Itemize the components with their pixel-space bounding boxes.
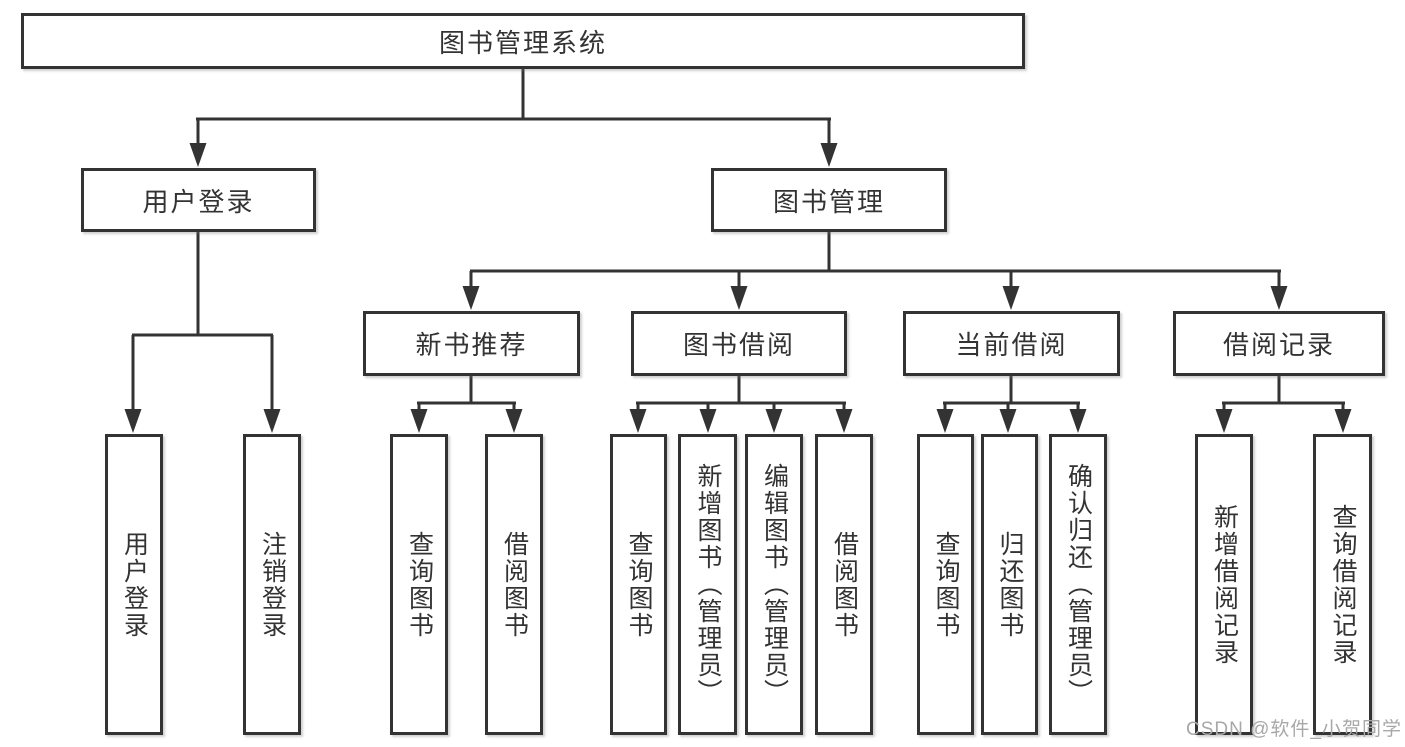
node-label: 确认归还（管理员） (1064, 463, 1093, 706)
node-label: 查询图书 (625, 530, 653, 639)
node-login-logout: 注销登录 (243, 434, 301, 735)
node-book-borrowing: 图书借阅 (631, 311, 847, 376)
node-records-query-record: 查询借阅记录 (1313, 434, 1372, 735)
watermark: CSDN @软件_小贺同学 (1186, 719, 1402, 740)
node-label: 图书管理 (772, 186, 885, 217)
node-records-add-record: 新增借阅记录 (1195, 434, 1253, 735)
node-label: 当前借阅 (955, 330, 1068, 360)
node-borrowing-records: 借阅记录 (1173, 311, 1385, 376)
node-current-return-books: 归还图书 (981, 434, 1038, 735)
node-label: 查询借阅记录 (1329, 503, 1357, 666)
node-recommend-query-books: 查询图书 (390, 434, 448, 735)
node-label: 借阅记录 (1222, 330, 1335, 360)
node-label: 用户登录 (120, 530, 149, 639)
node-label: 借阅图书 (830, 530, 859, 639)
node-label: 查询图书 (932, 530, 960, 639)
node-user-login: 用户登录 (81, 168, 316, 232)
node-borrowing-query-books: 查询图书 (610, 434, 667, 735)
node-borrowing-add-books-admin: 新增图书（管理员） (678, 434, 737, 735)
node-recommend-borrow-books: 借阅图书 (485, 434, 543, 735)
node-current-query-books: 查询图书 (917, 434, 974, 735)
node-label: 借阅图书 (500, 530, 529, 639)
node-borrowing-borrow-books: 借阅图书 (815, 434, 873, 735)
node-label: 新增图书（管理员） (694, 463, 722, 706)
node-label: 新增借阅记录 (1210, 503, 1239, 666)
node-label: 新书推荐 (415, 330, 528, 360)
node-root: 图书管理系统 (21, 13, 1025, 69)
node-label: 编辑图书（管理员） (760, 463, 789, 706)
node-login-user-login: 用户登录 (105, 434, 163, 735)
node-new-book-recommend: 新书推荐 (363, 311, 580, 376)
node-label: 注销登录 (258, 530, 287, 639)
node-label: 归还图书 (996, 530, 1024, 639)
node-current-confirm-return-admin: 确认归还（管理员） (1049, 434, 1107, 735)
node-label: 查询图书 (405, 530, 434, 639)
node-current-borrowing: 当前借阅 (903, 311, 1120, 376)
node-label: 图书借阅 (682, 330, 795, 360)
node-borrowing-edit-books-admin: 编辑图书（管理员） (745, 434, 803, 735)
node-label: 用户登录 (142, 186, 255, 217)
node-book-management: 图书管理 (711, 168, 947, 232)
node-label: 图书管理系统 (438, 27, 607, 58)
